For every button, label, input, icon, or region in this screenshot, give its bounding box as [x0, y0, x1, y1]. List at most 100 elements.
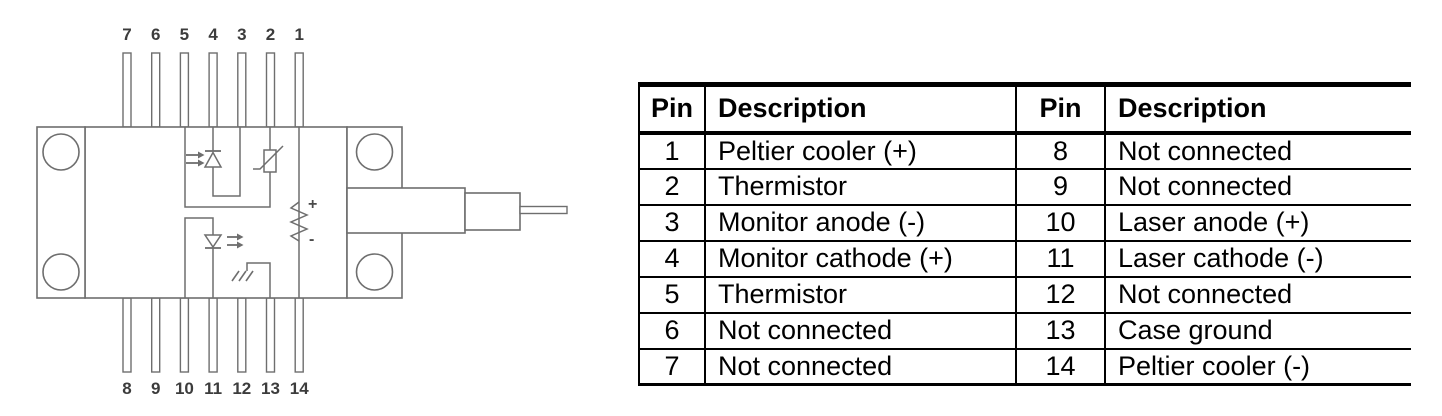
pin-cell: 5: [638, 276, 705, 313]
optical-fiber: [519, 205, 568, 215]
mounting-hole: [42, 133, 80, 171]
description-cell: Not connected: [704, 348, 1016, 385]
description-cell: Laser cathode (-): [1104, 240, 1411, 277]
pin-cell: 10: [1015, 204, 1105, 241]
laser-diode-circuit: [184, 217, 244, 298]
pin-lead-7: [122, 52, 132, 128]
butterfly-package-diagram: 7 6 5 4 3 2 1 8 9 10 11 12 13 14: [36, 25, 568, 398]
description-cell: Peltier cooler (-): [1104, 348, 1411, 385]
table-header-row: Pin Description Pin Description: [638, 84, 1411, 133]
case-ground-wire: [246, 262, 271, 298]
pin-lead-10: [179, 297, 190, 373]
mounting-hole: [42, 253, 80, 291]
pin-lead-8: [122, 297, 132, 373]
pin-cell: 9: [1015, 168, 1105, 205]
pin-label: 8: [122, 379, 131, 398]
fiber-snout: [346, 187, 466, 234]
table-row: 2 Thermistor 9 Not connected: [638, 168, 1411, 205]
tec-peltier-symbol: [289, 201, 309, 242]
pin-cell: 11: [1015, 240, 1105, 277]
pin-label: 1: [294, 25, 303, 44]
pin-label: 2: [266, 25, 275, 44]
tec-minus-label: -: [309, 231, 314, 248]
thermistor-symbol: [253, 145, 284, 173]
description-cell: Thermistor: [704, 168, 1016, 205]
description-cell: Not connected: [1104, 168, 1411, 205]
pin-label: 4: [208, 25, 218, 44]
bottom-pin-leads: [122, 297, 304, 373]
tec-plus-label: +: [308, 196, 317, 213]
photodiode-triangle: [203, 150, 223, 168]
pin-label: 7: [122, 25, 131, 44]
pin-label: 14: [290, 379, 309, 398]
case-ground-icon: [231, 270, 254, 282]
pin-cell: 3: [638, 204, 705, 241]
pin-cell: 1: [638, 132, 705, 169]
pin-cell: 4: [638, 240, 705, 277]
pin-cell: 6: [638, 312, 705, 349]
pin-cell: 13: [1015, 312, 1105, 349]
emitted-light-arrows-icon: [227, 233, 244, 249]
table-row: 4 Monitor cathode (+) 11 Laser cathode (…: [638, 240, 1411, 277]
pin-label: 5: [180, 25, 189, 44]
pin-lead-9: [150, 297, 161, 373]
pin-description-table: Pin Description Pin Description 1 Peltie…: [638, 82, 1411, 386]
photodiode-wire: [212, 127, 241, 197]
fiber-ferrule: [464, 192, 521, 231]
description-cell: Not connected: [1104, 276, 1411, 313]
table-row: 5 Thermistor 12 Not connected: [638, 276, 1411, 313]
description-cell: Thermistor: [704, 276, 1016, 313]
pin-label: 10: [175, 379, 194, 398]
pin-lead-13: [265, 297, 276, 373]
thermistor-slash: [253, 145, 284, 170]
table-row: 1 Peltier cooler (+) 8 Not connected: [638, 132, 1411, 169]
pin-label: 11: [204, 379, 222, 398]
top-pin-labels: 7 6 5 4 3 2 1: [122, 25, 304, 44]
pin-lead-2: [265, 52, 276, 128]
table-row: 3 Monitor anode (-) 10 Laser anode (+): [638, 204, 1411, 241]
monitor-photodiode-symbol: [203, 150, 223, 168]
laser-diode-triangle: [203, 234, 223, 249]
mounting-hole: [355, 253, 394, 291]
mounting-hole: [355, 133, 394, 171]
description-cell: Monitor cathode (+): [704, 240, 1016, 277]
pin-lead-6: [150, 52, 161, 128]
table-row: 7 Not connected 14 Peltier cooler (-): [638, 348, 1411, 385]
pin-label: 13: [261, 379, 280, 398]
thermistor-circuit: [184, 127, 284, 208]
description-cell: Not connected: [1104, 132, 1411, 169]
monitor-photodiode-circuit: [186, 127, 241, 197]
description-cell: Peltier cooler (+): [704, 132, 1016, 169]
pin-cell: 8: [1015, 132, 1105, 169]
top-pin-leads: [122, 52, 304, 128]
package-body: [84, 126, 348, 299]
description-cell: Laser anode (+): [1104, 204, 1411, 241]
pin-label: 3: [237, 25, 246, 44]
pin-label: 9: [151, 379, 160, 398]
description-cell: Case ground: [1104, 312, 1411, 349]
pin-cell: 14: [1015, 348, 1105, 385]
pin-lead-11: [208, 297, 218, 373]
pin-cell: 12: [1015, 276, 1105, 313]
pin-lead-4: [208, 52, 218, 128]
thermistor-body: [263, 149, 277, 173]
pin-cell: 7: [638, 348, 705, 385]
tec-peltier-circuit: + -: [289, 127, 317, 298]
bottom-pin-labels: 8 9 10 11 12 13 14: [122, 379, 309, 398]
column-header-description: Description: [1104, 84, 1411, 133]
pin-lead-5: [179, 52, 190, 128]
pin-label: 12: [232, 379, 251, 398]
table-row: 6 Not connected 13 Case ground: [638, 312, 1411, 349]
case-ground-circuit: [231, 262, 271, 298]
pin-lead-1: [294, 52, 304, 128]
column-header-description: Description: [704, 84, 1016, 133]
column-header-pin: Pin: [1015, 84, 1105, 133]
description-cell: Not connected: [704, 312, 1016, 349]
pin-lead-3: [237, 52, 247, 128]
pin-cell: 2: [638, 168, 705, 205]
description-cell: Monitor anode (-): [704, 204, 1016, 241]
incident-light-arrows-icon: [186, 151, 205, 167]
laser-diode-symbol: [203, 234, 223, 249]
pin-lead-14: [294, 297, 304, 373]
